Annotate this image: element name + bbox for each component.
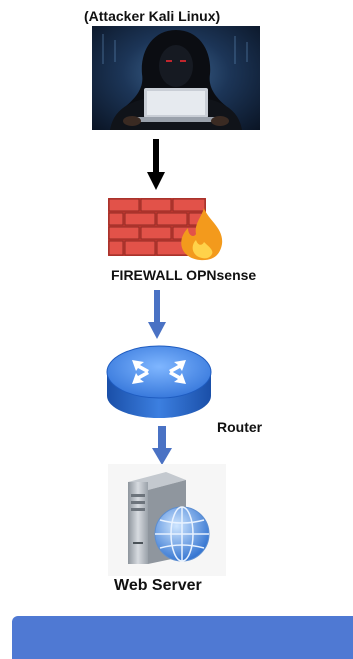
- hooded-hacker-laptop-icon: [92, 26, 260, 130]
- blue-down-arrow-icon: [148, 290, 166, 339]
- black-down-arrow-icon: [147, 139, 165, 190]
- router-label: Router: [217, 419, 263, 435]
- blue-down-arrow-icon: [152, 426, 172, 465]
- server-label: Web Server: [114, 577, 202, 594]
- bottom-blue-bar: [12, 616, 353, 659]
- firewall-label: FIREWALL OPNsense: [111, 267, 257, 283]
- router-icon: [106, 345, 212, 418]
- brick-firewall-flame-icon: [108, 198, 223, 261]
- web-server-globe-icon: [108, 464, 226, 576]
- attacker-label: (Attacker Kali Linux): [84, 8, 221, 24]
